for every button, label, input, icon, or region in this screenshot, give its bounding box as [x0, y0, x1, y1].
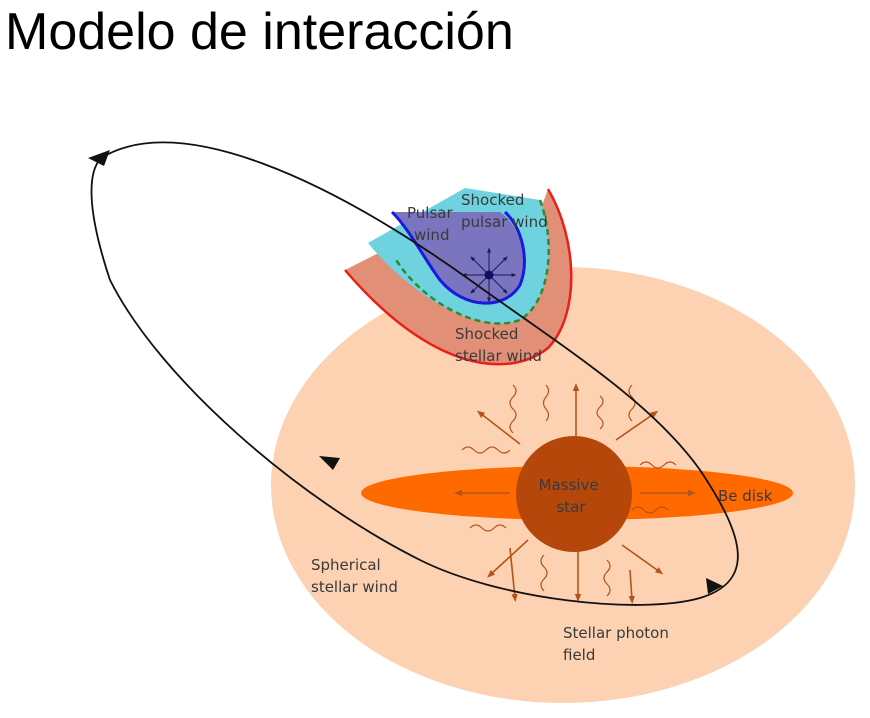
orbit-arrow-right — [706, 578, 723, 594]
stellar-wind-arrows — [454, 383, 696, 604]
orbit-arrow-top — [88, 150, 110, 166]
orbit — [90, 141, 739, 606]
contact-discontinuity — [393, 199, 550, 325]
pulsar — [484, 270, 494, 280]
page-title: Modelo de interacción — [5, 3, 514, 61]
label-be-disk: Be disk — [718, 487, 773, 505]
orbit-arrow-left — [319, 456, 340, 470]
label-shocked-stellar-wind: Shocked stellar wind — [455, 325, 542, 365]
massive-star — [516, 436, 632, 552]
pulsar-wind-region — [392, 212, 524, 304]
label-spherical-stellar-wind: Spherical stellar wind — [311, 556, 398, 596]
label-shocked-pulsar-wind: Shocked pulsar wind — [461, 191, 548, 231]
label-pulsar-wind: Pulsar wind — [407, 204, 457, 244]
photon-field-waves — [461, 384, 677, 597]
pulsar-wind-edge — [390, 210, 526, 305]
label-stellar-photon-field: Stellar photon field — [563, 624, 674, 664]
label-massive-star: Massive star — [539, 476, 604, 516]
shocked-stellar-wind-edge — [344, 188, 573, 366]
